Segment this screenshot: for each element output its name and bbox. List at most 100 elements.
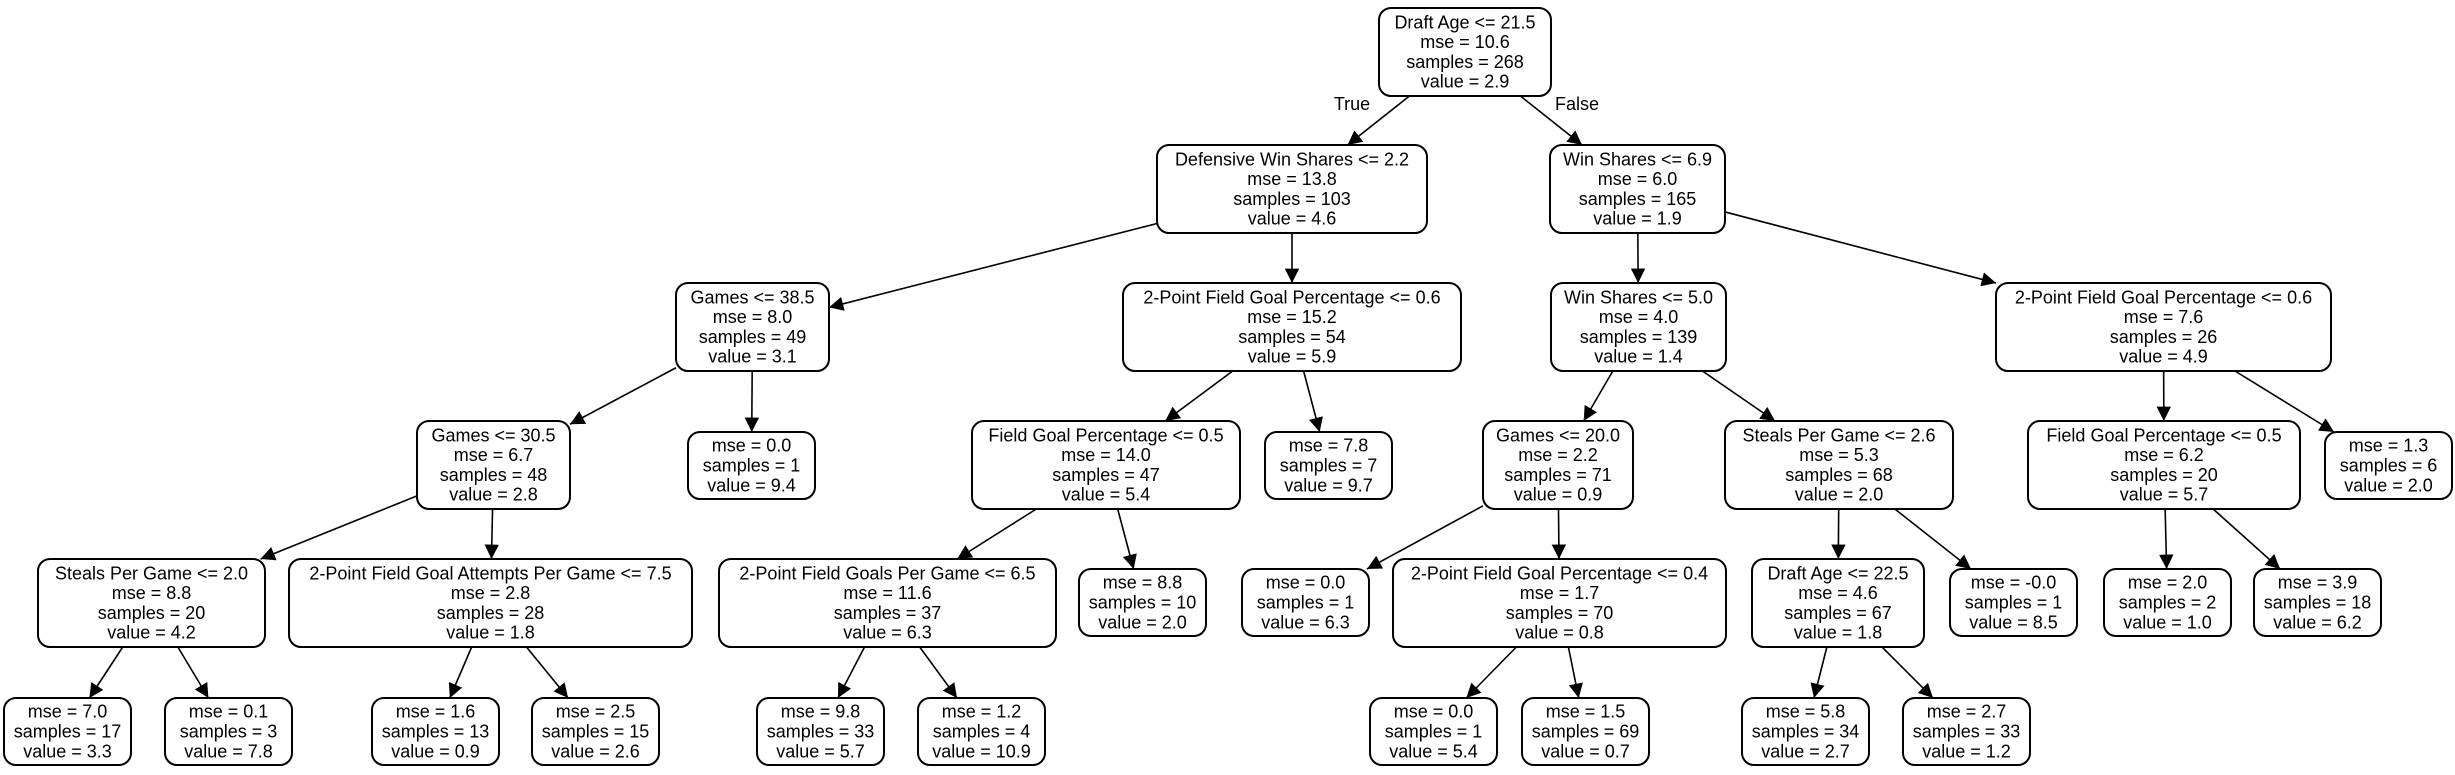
tree-edge (1551, 508, 1567, 560)
node-stat-line: mse = 1.2 (942, 702, 1022, 722)
node-stat-line: samples = 103 (1233, 189, 1351, 209)
edge-arrow (1116, 508, 1137, 570)
tree-edge (1465, 646, 1517, 699)
node-stat-line: mse = 1.5 (1546, 702, 1626, 722)
node-stat-line: mse = 4.0 (1599, 307, 1679, 327)
node-stat-line: value = 5.7 (776, 741, 865, 761)
node-stat-line: mse = 2.0 (2128, 573, 2208, 593)
node-stat-line: value = 4.9 (2119, 347, 2208, 367)
node-stat-line: samples = 13 (382, 722, 490, 742)
node-box (1724, 420, 1954, 510)
node-split-condition: 2-Point Field Goal Percentage <= 0.4 (1411, 563, 1708, 583)
node-stat-line: samples = 34 (1752, 722, 1860, 742)
node-box (1550, 282, 1727, 372)
node-stat-line: samples = 54 (1238, 327, 1346, 347)
node-split-condition: 2-Point Field Goal Percentage <= 0.6 (1143, 287, 1440, 307)
edge-arrow (1465, 646, 1517, 699)
node-stat-line: samples = 1 (1965, 593, 2063, 613)
node-stat-line: samples = 47 (1052, 465, 1160, 485)
tree-edge (260, 495, 418, 561)
edge-arrow (1810, 646, 1828, 699)
tree-edge (1810, 646, 1828, 699)
edge-arrow (448, 646, 473, 699)
node-box (1078, 568, 1207, 637)
node-stat-line: mse = 2.8 (451, 583, 531, 603)
node-box (756, 697, 885, 766)
tree-edge (1582, 370, 1614, 422)
node-stat-line: value = 4.6 (1248, 209, 1337, 229)
edge-arrow (1881, 646, 1934, 699)
node-box (1378, 7, 1552, 97)
node-split-condition: Steals Per Game <= 2.0 (55, 563, 248, 583)
node-stat-line: samples = 1 (1257, 593, 1355, 613)
node-stat-line: value = 6.3 (1261, 612, 1350, 632)
tree-edge (837, 646, 866, 699)
node-stat-line: mse = 0.1 (189, 702, 269, 722)
node-stat-line: value = 1.8 (446, 623, 535, 643)
node-box (1482, 420, 1634, 510)
node-stat-line: value = 6.3 (843, 623, 932, 643)
edge-arrow (484, 508, 499, 560)
tree-edge: False (1519, 94, 1599, 146)
node-stat-line: mse = 13.8 (1247, 169, 1337, 189)
node-stat-line: mse = 6.0 (1598, 169, 1678, 189)
tree-edge (88, 646, 124, 699)
edge-arrow (919, 646, 958, 699)
edge-arrow (1302, 370, 1323, 433)
node-stat-line: mse = 0.0 (1394, 702, 1474, 722)
node-stat-line: mse = 1.6 (396, 702, 476, 722)
node-box (917, 697, 1046, 766)
node-stat-line: mse = 2.2 (1518, 445, 1598, 465)
split-node: 2-Point Field Goal Percentage <= 0.4mse … (1392, 558, 1727, 648)
node-stat-line: mse = -0.0 (1971, 573, 2057, 593)
node-box (1902, 697, 2031, 766)
node-split-condition: Field Goal Percentage <= 0.5 (988, 425, 1223, 445)
node-stat-line: mse = 6.7 (454, 445, 534, 465)
tree-edge (1894, 508, 1972, 570)
node-box (1751, 558, 1925, 648)
tree-edge (484, 508, 499, 560)
tree-edge (1164, 370, 1234, 422)
node-stat-line: samples = 33 (1913, 722, 2021, 742)
tree-edge (919, 646, 958, 699)
node-split-condition: Games <= 38.5 (690, 287, 814, 307)
node-box (416, 420, 571, 510)
node-box (1156, 144, 1428, 234)
tree-edge: True (1334, 94, 1410, 146)
edge-arrow (1551, 508, 1567, 560)
node-box (1549, 144, 1726, 234)
node-stat-line: value = 5.9 (1248, 347, 1337, 367)
node-split-condition: Games <= 30.5 (431, 425, 555, 445)
tree-edge (1881, 646, 1934, 699)
node-stat-line: mse = 5.8 (1766, 702, 1846, 722)
node-stat-line: value = 1.2 (1922, 741, 2011, 761)
tree-edge (2159, 508, 2174, 570)
node-box (2103, 568, 2232, 637)
edge-arrow (88, 646, 124, 699)
node-stat-line: samples = 4 (933, 722, 1031, 742)
node-stat-line: mse = 5.3 (1799, 445, 1879, 465)
node-stat-line: samples = 7 (1280, 456, 1378, 476)
node-box (675, 282, 830, 372)
node-box (288, 558, 693, 648)
node-stat-line: value = 2.0 (1795, 485, 1884, 505)
tree-edge (1302, 370, 1323, 433)
node-stat-line: mse = 0.0 (712, 436, 792, 456)
node-stat-line: mse = 7.0 (28, 702, 108, 722)
node-stat-line: samples = 68 (1785, 465, 1893, 485)
node-stat-line: value = 0.7 (1541, 741, 1630, 761)
edge-arrow (569, 367, 677, 425)
